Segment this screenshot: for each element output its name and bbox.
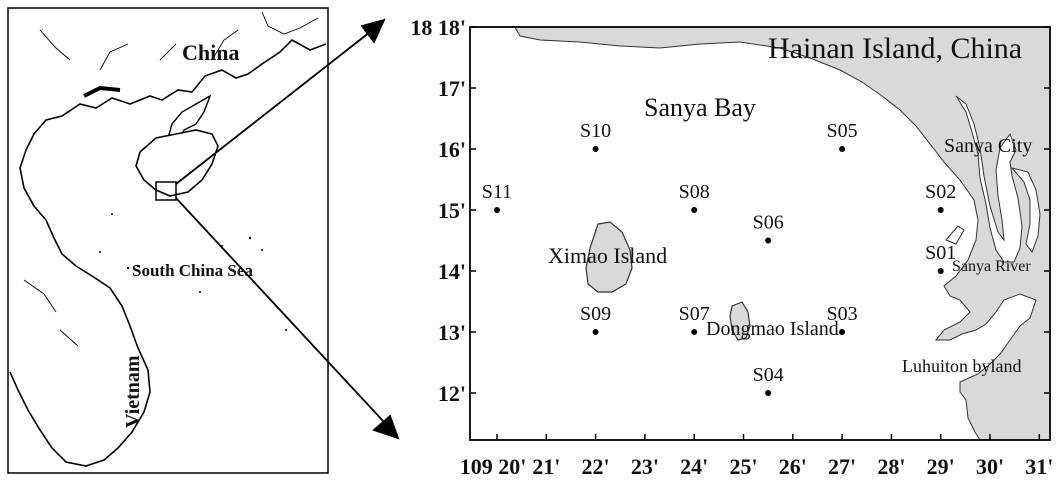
x-tick-label: 30' [976, 454, 1004, 479]
small-islands [99, 213, 287, 331]
zoom-arrows [175, 18, 400, 440]
s01-spit [945, 225, 965, 245]
station-marker [592, 146, 599, 152]
hainan-island [135, 129, 219, 197]
station-label: S06 [753, 212, 784, 234]
arrow-upper-head [360, 18, 386, 44]
station-label: S10 [580, 120, 611, 142]
river-branch [1010, 167, 1041, 254]
overview-map: China South China Sea Vietnam [7, 7, 329, 474]
overview-frame [7, 7, 329, 474]
detail-title: Hainan Island, China [768, 32, 1022, 65]
sanya-river-channel [955, 95, 1023, 263]
station-marker [494, 207, 500, 213]
x-tick-label: 21' [532, 454, 560, 479]
station-label: S02 [925, 181, 956, 203]
x-tick-label: 26' [779, 454, 807, 479]
arrow-upper [175, 31, 371, 185]
station-label: S07 [679, 303, 710, 325]
arrow-lower [175, 197, 385, 423]
x-tick-label: 25' [729, 454, 757, 479]
station-marker [839, 146, 846, 152]
mainland-coastline [9, 39, 327, 467]
label-sanya-city: Sanya City [944, 135, 1032, 157]
label-ximao-island: Ximao Island [548, 243, 667, 268]
station-label: S04 [753, 364, 784, 386]
station-label: S08 [679, 181, 710, 203]
station-label: S05 [827, 120, 858, 142]
station-marker [765, 390, 772, 396]
x-tick-label: 24' [680, 454, 708, 479]
station-marker [839, 329, 846, 335]
river-lines [23, 11, 319, 347]
x-tick-label: 22' [582, 454, 610, 479]
station-label: S09 [580, 303, 611, 325]
y-tick-label: 14' [438, 259, 466, 284]
y-tick-label: 13' [438, 320, 466, 345]
pearl-river-mark [83, 85, 121, 98]
x-tick-label: 29' [927, 454, 955, 479]
x-tick-label: 31' [1025, 454, 1053, 479]
detail-map: 18 18' 17' 16' 15' 14' 13' 12' 109 20'21' 22' 23'… [410, 15, 1053, 479]
station-marker [937, 268, 944, 274]
station-label: S01 [925, 242, 956, 264]
label-luhuitou: Luhuiton byland [902, 356, 1022, 376]
y-tick-label: 15' [438, 198, 466, 223]
y-tick-label: 16' [438, 137, 466, 162]
station-label: S03 [827, 303, 858, 325]
study-area-box [155, 181, 177, 201]
station-label: S11 [482, 181, 512, 203]
station-marker [765, 237, 772, 244]
label-vietnam: Vietnam [122, 355, 144, 428]
x-tick-label: 27' [828, 454, 856, 479]
ximao-island [585, 221, 633, 293]
y-tick-label: 17' [438, 76, 466, 101]
x-tick-label: 28' [877, 454, 905, 479]
y-tick-label: 18 18' [410, 15, 466, 40]
y-tick-label: 12' [438, 381, 466, 406]
x-tick-label: 23' [631, 454, 659, 479]
dongmao-island [729, 301, 751, 341]
axis-ticks: 18 18' 17' 16' 15' 14' 13' 12' 109 20'21' 22' 23'… [410, 15, 1053, 479]
label-sanya-river: Sanya River [952, 258, 1031, 275]
station-marker [592, 329, 599, 335]
station-marker [691, 207, 698, 213]
station-marker [691, 329, 698, 335]
x-tick-label: 109 20' [460, 454, 527, 479]
land-hainan-coast [514, 26, 1051, 441]
label-south-china-sea: South China Sea [132, 261, 253, 280]
arrow-lower-head [372, 414, 400, 440]
label-china: China [182, 40, 239, 65]
label-dongmao-island: Dongmao Island [706, 318, 839, 340]
station-marker [937, 207, 944, 213]
label-sanya-bay: Sanya Bay [644, 93, 756, 122]
detail-frame [469, 26, 1051, 441]
